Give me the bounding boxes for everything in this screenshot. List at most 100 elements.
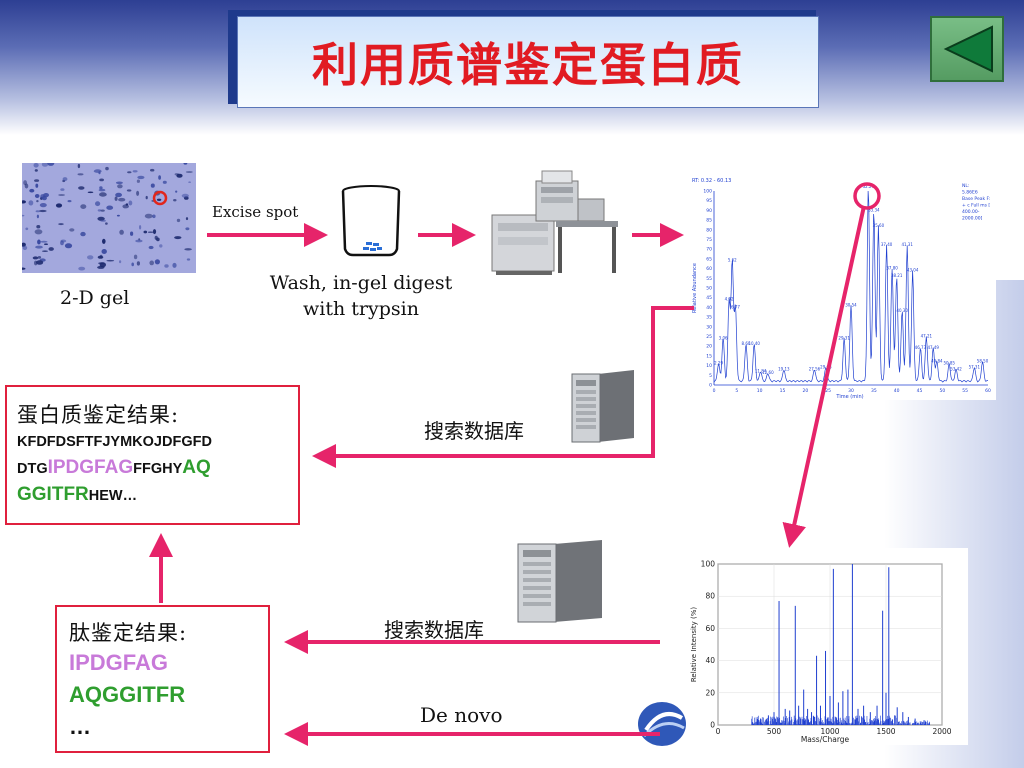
gel-spot — [139, 225, 142, 230]
gel-spot — [143, 230, 148, 234]
gel-spot — [60, 239, 67, 243]
gel-spot — [130, 231, 134, 236]
gel-spot — [98, 188, 106, 192]
gel-spot — [144, 213, 153, 219]
chromatogram-xtick: 5 — [735, 388, 738, 394]
gel-spot — [152, 229, 157, 235]
spectrum-xtick: 500 — [767, 727, 782, 736]
gel-spot — [118, 197, 126, 202]
page-title: 利用质谱鉴定蛋白质 — [312, 38, 744, 92]
peptide-1: IPDGFAG — [69, 650, 169, 675]
chromatogram-peak-label: 27.56 — [809, 366, 821, 371]
gel-spot — [185, 217, 189, 221]
chromatogram-note-line: Base Peak F: — [962, 196, 990, 202]
chromatogram-xlabel: Time (min) — [835, 394, 863, 400]
sequence-segment: FFGHY — [133, 461, 183, 477]
protein-sequence-line-3: GGITFRHEW… — [17, 482, 288, 509]
gel-spot — [116, 214, 120, 217]
chromatogram-xtick: 55 — [962, 388, 968, 394]
sequence-highlight-peptide-1: IPDGFAG — [47, 457, 134, 478]
gel-spot — [117, 184, 123, 189]
gel-spot — [87, 191, 94, 194]
gel-spot — [32, 256, 39, 260]
gel-spot — [29, 188, 35, 193]
gel-spot — [115, 192, 122, 198]
gel-spot — [162, 180, 167, 184]
chromatogram-peak-label: 49.84 — [931, 359, 943, 364]
chromatogram-peak-label: 32.27 — [863, 184, 875, 189]
spectrum-ylabel: Relative Intensity (%) — [690, 607, 698, 683]
gel-spot — [150, 183, 155, 188]
chromatogram-plot: RT: 0.32 - 60.13 Relative Abundance Time… — [692, 178, 991, 400]
gel-spot — [93, 169, 102, 173]
spectrum-ytick: 80 — [705, 592, 715, 601]
back-button[interactable] — [930, 16, 1004, 82]
gel-spot — [136, 190, 140, 196]
chromatogram-ytick: 45 — [706, 295, 712, 301]
spectrum-ytick: 100 — [701, 560, 716, 569]
chromatogram-peak-label: 8.60 — [742, 341, 751, 346]
gel-spot — [95, 201, 101, 207]
chromatogram-peak-label: 37.40 — [881, 242, 893, 247]
gel-spot — [43, 193, 49, 198]
gel-spot — [184, 248, 192, 251]
gel-spot — [188, 181, 192, 183]
de-novo-label: De novo — [420, 703, 503, 727]
gel-spot — [58, 223, 64, 226]
gel-spot — [44, 243, 48, 245]
chromatogram-peak-label: 41.31 — [901, 242, 913, 247]
gel-spot — [36, 260, 44, 265]
spectrum-xtick: 1500 — [876, 727, 895, 736]
gel-spot — [100, 209, 105, 212]
chromatogram-ytick: 10 — [706, 363, 712, 369]
chromatogram-peak-label: 19.13 — [778, 366, 790, 371]
gel-spot — [185, 227, 190, 231]
protein-sequence-line-2: DTGIPDGFAGFFGHYAQ — [17, 455, 288, 482]
chromatogram-peak-label: 40.30 — [896, 308, 908, 313]
gel-spot — [34, 229, 43, 235]
chromatogram-peak-label: 29.31 — [838, 335, 850, 340]
chromatogram-peak-label: 35.60 — [873, 223, 885, 228]
gel-spot — [35, 245, 43, 249]
mass-spectrum-plot: Relative Intensity (%) Mass/Charge 02040… — [690, 560, 952, 745]
search-database-label-2: 搜索数据库 — [384, 618, 484, 642]
gel-spot — [172, 262, 177, 268]
gel-spot — [99, 192, 107, 197]
chromatogram-peak-label: 57.31 — [969, 364, 981, 369]
gel-spot — [22, 245, 28, 250]
gel-spot — [37, 256, 42, 259]
gel-spot — [173, 199, 177, 202]
gel-spot — [58, 194, 65, 196]
gel-spot — [36, 200, 39, 203]
gel-spot — [176, 173, 183, 178]
spectrum-ytick: 40 — [705, 656, 715, 665]
spectrum-xtick: 0 — [716, 727, 721, 736]
chromatogram-ytick: 90 — [706, 208, 712, 214]
database-server-icon — [571, 370, 634, 443]
gel-spot — [136, 179, 140, 183]
protein-sequence-line-1: KFDFDSFTFJYMKOJDFGFD — [17, 434, 212, 450]
gel-image — [22, 163, 196, 273]
gel-spot — [22, 267, 26, 270]
gel-spot — [99, 254, 103, 259]
gel-spot — [55, 203, 63, 208]
title-box: 利用质谱鉴定蛋白质 — [237, 16, 819, 108]
wash-digest-line-1: Wash, in-gel digest — [269, 272, 453, 294]
gel-spot — [159, 244, 163, 248]
peptide-result-heading: 肽鉴定结果: — [69, 621, 188, 645]
chromatogram-peak-label: 30.54 — [845, 302, 857, 307]
chromatogram-peak-label: 10.40 — [748, 341, 760, 346]
chromatogram-peak-label: 53.42 — [950, 366, 962, 371]
gel-spot — [60, 188, 65, 191]
gel-spot — [149, 260, 154, 266]
chromatogram-ytick: 15 — [706, 353, 712, 359]
gel-spot — [24, 183, 29, 189]
gel-spot — [33, 163, 39, 168]
chromatogram-ytick: 60 — [706, 266, 712, 272]
gel-spot — [47, 163, 55, 166]
gel-spot — [158, 175, 162, 180]
chromatogram-ytick: 25 — [706, 334, 712, 340]
